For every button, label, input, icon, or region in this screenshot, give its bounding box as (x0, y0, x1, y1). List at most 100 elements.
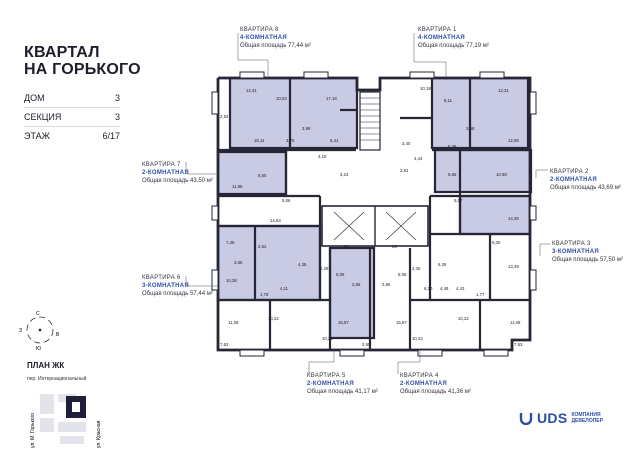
site-plan-title: ПЛАН ЖК (27, 361, 65, 370)
room-area: 17,18 (326, 96, 337, 101)
info-value: 3 (114, 112, 120, 122)
room-area: 13,49 (508, 264, 519, 269)
info-label: ЭТАЖ (24, 131, 50, 141)
apartment-rooms: 4-КОМНАТНАЯ (240, 35, 287, 41)
uds-logo: UDS КОМПАНИЯ ДЕВЕЛОПЕР (519, 410, 603, 426)
balcony-area: 2,65 (362, 342, 371, 347)
room-area: 10,22 (268, 316, 279, 321)
apartment-3-callout[interactable]: КВАРТИРА 3 3-КОМНАТНАЯ Общая площадь 57,… (552, 240, 623, 264)
room-area: 12,31 (246, 88, 257, 93)
apartment-2-area[interactable] (433, 148, 533, 194)
street-right: ул. Красная (96, 420, 102, 448)
room-area: 10,03 (276, 96, 287, 101)
room-area: 4,48 (440, 286, 449, 291)
info-row-floor: ЭТАЖ 6/17 (24, 131, 120, 145)
info-value: 6/17 (102, 131, 120, 141)
room-area: 5,60 (258, 173, 267, 178)
apartment-area: Общая площадь 77,19 м² (418, 43, 489, 49)
title-line-1: КВАРТАЛ (24, 44, 100, 61)
info-row-section: СЕКЦИЯ 3 (24, 112, 120, 126)
room-area: 11,08 (228, 320, 239, 325)
apartment-1-area[interactable] (430, 76, 530, 150)
hall-number: 65 (392, 244, 397, 249)
room-area: 3,99 (302, 126, 311, 131)
room-area: 5,06 (398, 272, 407, 277)
room-area: 5,06 (282, 198, 291, 203)
apartment-3-area[interactable] (458, 194, 532, 236)
room-area: 15,11 (254, 138, 265, 143)
apartment-area: Общая площадь 43,69 м² (550, 185, 621, 191)
apartment-name: КВАРТИРА 3 (552, 241, 591, 247)
room-area: 5,06 (336, 272, 345, 277)
apartment-name: КВАРТИРА 4 (400, 373, 439, 379)
room-area: 5,00 (492, 240, 501, 245)
apartment-rooms: 2-КОМНАТНАЯ (307, 381, 354, 387)
apartment-rooms: 4-КОМНАТНАЯ (418, 35, 465, 41)
apartment-5-callout[interactable]: КВАРТИРА 5 2-КОМНАТНАЯ Общая площадь 41,… (307, 372, 378, 396)
room-area: 11,95 (232, 184, 243, 189)
apartment-area: Общая площадь 77,44 м² (240, 43, 311, 49)
apartment-6-callout[interactable]: КВАРТИРА 6 3-КОМНАТНАЯ Общая площадь 57,… (142, 274, 213, 298)
apartment-5-area[interactable] (328, 246, 376, 340)
room-area: 10,22 (322, 336, 333, 341)
room-area: 2,86 (382, 282, 391, 287)
apartment-4-callout[interactable]: КВАРТИРА 4 2-КОМНАТНАЯ Общая площадь 41,… (400, 372, 471, 396)
apartment-7-callout[interactable]: КВАРТИРА 7 2-КОМНАТНАЯ Общая площадь 43,… (142, 161, 213, 185)
apartment-rooms: 2-КОМНАТНАЯ (142, 170, 189, 176)
brand-subtitle: КОМПАНИЯ ДЕВЕЛОПЕР (571, 412, 603, 424)
apartment-name: КВАРТИРА 8 (240, 27, 279, 33)
room-area: 4,43 (456, 286, 465, 291)
apartment-name: КВАРТИРА 1 (418, 27, 457, 33)
room-area: 2,40 (412, 266, 421, 271)
room-area: 3,24 (340, 172, 349, 177)
room-area: 10,22 (458, 316, 469, 321)
compass-west: З (19, 328, 22, 334)
apartment-name: КВАРТИРА 6 (142, 275, 181, 281)
hall-number: 66 (344, 244, 349, 249)
apartment-1-callout[interactable]: КВАРТИРА 1 4-КОМНАТНАЯ Общая площадь 77,… (418, 26, 489, 50)
room-area: 1,77 (476, 292, 485, 297)
project-title: КВАРТАЛ НА ГОРЬКОГО (24, 44, 141, 78)
room-area: 10,98 (496, 172, 507, 177)
apartment-rooms: 3-КОМНАТНАЯ (142, 283, 189, 289)
apartment-area: Общая площадь 41,36 м² (400, 389, 471, 395)
apartment-rooms: 3-КОМНАТНАЯ (552, 249, 599, 255)
brand-line-1: КОМПАНИЯ (571, 412, 601, 418)
room-area: 8,11 (444, 98, 453, 103)
room-area: 15,87 (338, 320, 349, 325)
site-plan-map: ул. М. Горького ул. Красная (30, 394, 102, 448)
divider (24, 126, 120, 127)
compass-east: В (56, 332, 60, 338)
room-area: 10,38 (226, 278, 237, 283)
room-area: 15,87 (396, 320, 407, 325)
apartment-name: КВАРТИРА 2 (550, 169, 589, 175)
apartment-area: Общая площадь 41,17 м² (307, 389, 378, 395)
apartment-8-area[interactable] (228, 76, 359, 150)
room-area: 6,28 (438, 262, 447, 267)
stairwell (359, 91, 381, 151)
room-area: 10,22 (412, 336, 423, 341)
room-area: 4,44 (414, 156, 423, 161)
apartment-8-callout[interactable]: КВАРТИРА 8 4-КОМНАТНАЯ Общая площадь 77,… (240, 26, 311, 50)
room-area: 11,08 (510, 320, 521, 325)
room-area: 5,66 (448, 172, 457, 177)
room-area: 2,29 (320, 266, 329, 271)
apartment-area: Общая площадь 57,50 м² (552, 257, 623, 263)
compass-north: С (36, 311, 40, 317)
room-area: 2,86 (352, 282, 361, 287)
balcony-area: 2,52 (220, 114, 229, 119)
room-area: 7,45 (226, 240, 235, 245)
building-outline (216, 76, 532, 352)
room-area: 12,31 (498, 88, 509, 93)
balcony-area: 7,53 (514, 342, 523, 347)
room-area: 14,39 (508, 216, 519, 221)
info-value: 3 (114, 93, 120, 103)
room-area: 4,15 (318, 154, 327, 159)
room-area: 12,98 (508, 138, 519, 143)
brand-line-2: ДЕВЕЛОПЕР (571, 418, 603, 424)
apartment-7-area[interactable] (216, 150, 288, 196)
room-area: 5,36 (448, 144, 457, 149)
apartment-2-callout[interactable]: КВАРТИРА 2 2-КОМНАТНАЯ Общая площадь 43,… (550, 168, 621, 192)
title-line-2: НА ГОРЬКОГО (24, 61, 141, 78)
balcony-area: 3,66 (234, 260, 243, 265)
